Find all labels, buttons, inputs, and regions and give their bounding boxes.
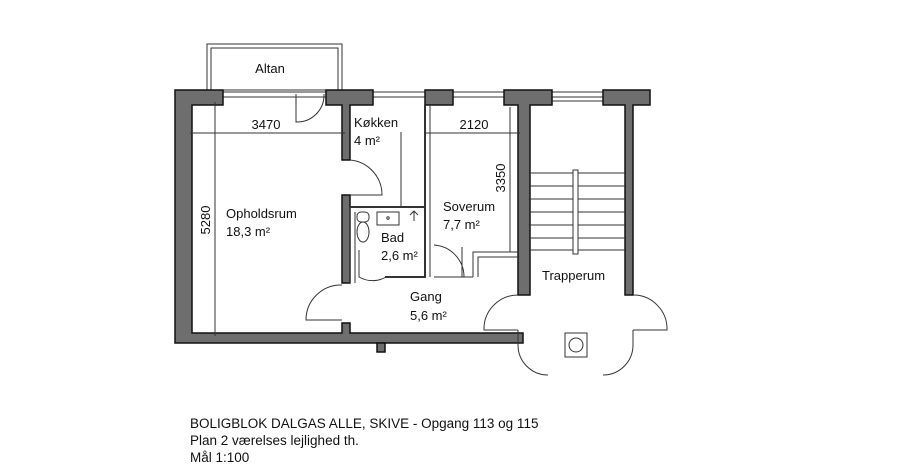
room-label-koekken: Køkken (354, 115, 398, 130)
room-area-koekken: 4 m² (354, 133, 381, 148)
sink-icon (376, 211, 400, 226)
caption-subtitle: Plan 2 værelses lejlighed th. (190, 433, 359, 448)
room-label-trapperum: Trapperum (542, 268, 605, 283)
interior-walls (349, 105, 518, 283)
doors (295, 93, 668, 376)
bathroom-fixtures (356, 210, 419, 243)
balcony (206, 43, 343, 91)
caption-title: BOLIGBLOK DALGAS ALLE, SKIVE - Opgang 11… (190, 416, 539, 431)
windows (223, 91, 603, 102)
caption-scale: Mål 1:100 (190, 450, 250, 465)
dimension-label: 5280 (198, 206, 213, 235)
room-area-soverum: 7,7 m² (443, 217, 481, 232)
dimension-label: 2120 (460, 117, 489, 132)
dimension-lines (190, 102, 520, 336)
toilet-tank-icon (356, 211, 370, 223)
room-label-opholdsrum: Opholdsrum (226, 206, 297, 221)
dimension-label: 3350 (493, 164, 508, 193)
room-label-altan: Altan (255, 61, 285, 76)
dimension-label: 3470 (252, 117, 281, 132)
drain-icon (409, 210, 419, 221)
room-area-gang: 5,6 m² (410, 308, 448, 323)
room-label-soverum: Soverum (443, 199, 495, 214)
room-area-opholdsrum: 18,3 m² (226, 224, 271, 239)
room-area-bad: 2,6 m² (381, 248, 419, 263)
toilet-icon (356, 221, 370, 243)
room-label-bad: Bad (381, 230, 404, 245)
staircase (530, 169, 625, 358)
room-label-gang: Gang (410, 289, 442, 304)
